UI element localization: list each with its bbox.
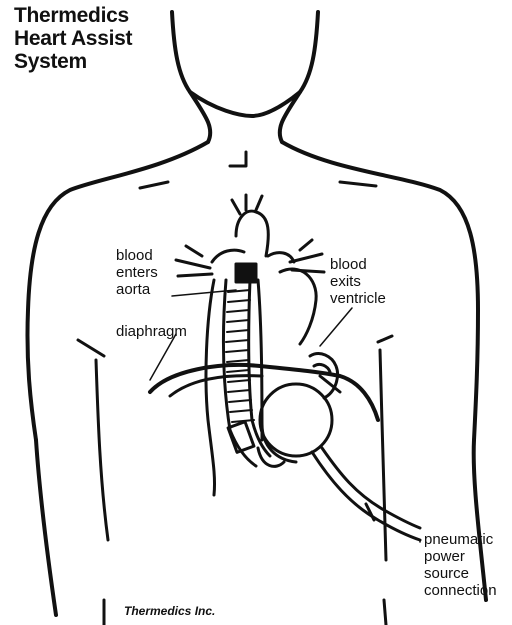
diaphragm-muscle: [150, 365, 378, 420]
torso-outline: [27, 12, 486, 625]
label-power-line-3: source: [424, 565, 497, 582]
leader-ventricle: [320, 308, 352, 346]
label-aorta-line-3: aorta: [116, 281, 158, 298]
sternum-notch: [230, 152, 246, 166]
label-ventricle-line-1: blood: [330, 256, 386, 273]
title-line-3: System: [14, 50, 132, 73]
right-armpit-tick: [378, 336, 392, 342]
title-line-1: Thermedics: [14, 4, 132, 27]
chin-arc: [190, 92, 300, 116]
label-ventricle-line-3: ventricle: [330, 290, 386, 307]
label-aorta-line-1: blood: [116, 247, 158, 264]
label-blood-exits-ventricle: blood exits ventricle: [330, 256, 386, 307]
label-aorta-line-2: enters: [116, 264, 158, 281]
title-line-2: Heart Assist: [14, 27, 132, 50]
left-armpit: [96, 360, 108, 540]
heart-ventricle: [280, 269, 316, 344]
torso-right-bottom: [384, 600, 386, 625]
label-power-line-2: power: [424, 548, 497, 565]
label-blood-enters-aorta: blood enters aorta: [116, 247, 158, 298]
neck-right: [280, 12, 318, 142]
label-power-line-4: connection: [424, 582, 497, 599]
pneumatic-line: [312, 448, 420, 540]
clavicle-left: [140, 182, 168, 188]
credit-text: Thermedics Inc.: [124, 604, 215, 618]
label-diaphragm: diaphragm: [116, 323, 187, 340]
left-armpit-tick: [78, 340, 104, 356]
leader-diaphragm: [150, 334, 176, 380]
left-arm-edge: [36, 440, 56, 615]
neck-left: [172, 12, 210, 142]
right-armpit: [380, 350, 386, 560]
label-ventricle-line-2: exits: [330, 273, 386, 290]
label-pneumatic-power-source-connection: pneumatic power source connection: [424, 531, 497, 599]
leader-lines: [150, 290, 420, 542]
diagram-title: Thermedics Heart Assist System: [14, 4, 132, 73]
label-power-line-1: pneumatic: [424, 531, 497, 548]
clavicle-right: [340, 182, 376, 186]
